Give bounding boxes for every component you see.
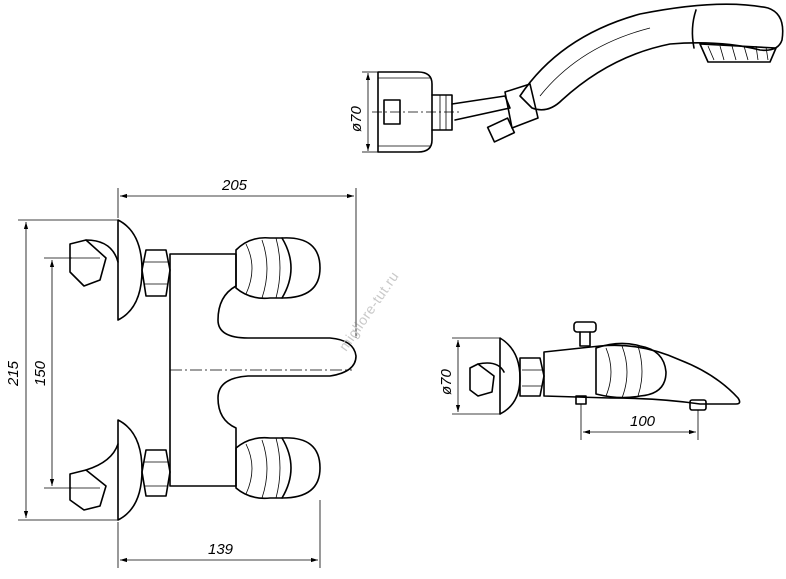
dim-spout-length: 100 [630, 413, 656, 430]
hand-shower-view: ø70 [348, 3, 784, 153]
dim-width-top: 205 [221, 177, 248, 194]
mixer-side-view: ø70 100 [438, 321, 741, 440]
dim-diameter-tap: ø70 [438, 368, 455, 395]
dim-height-total: 215 [5, 360, 22, 387]
watermark-text: migliore-tut.ru [335, 268, 402, 353]
dim-diameter-shower: ø70 [348, 105, 365, 132]
mixer-front-view: 205 215 150 139 [5, 177, 357, 568]
dim-width-bottom: 139 [208, 541, 234, 558]
dim-height-centers: 150 [32, 360, 49, 386]
